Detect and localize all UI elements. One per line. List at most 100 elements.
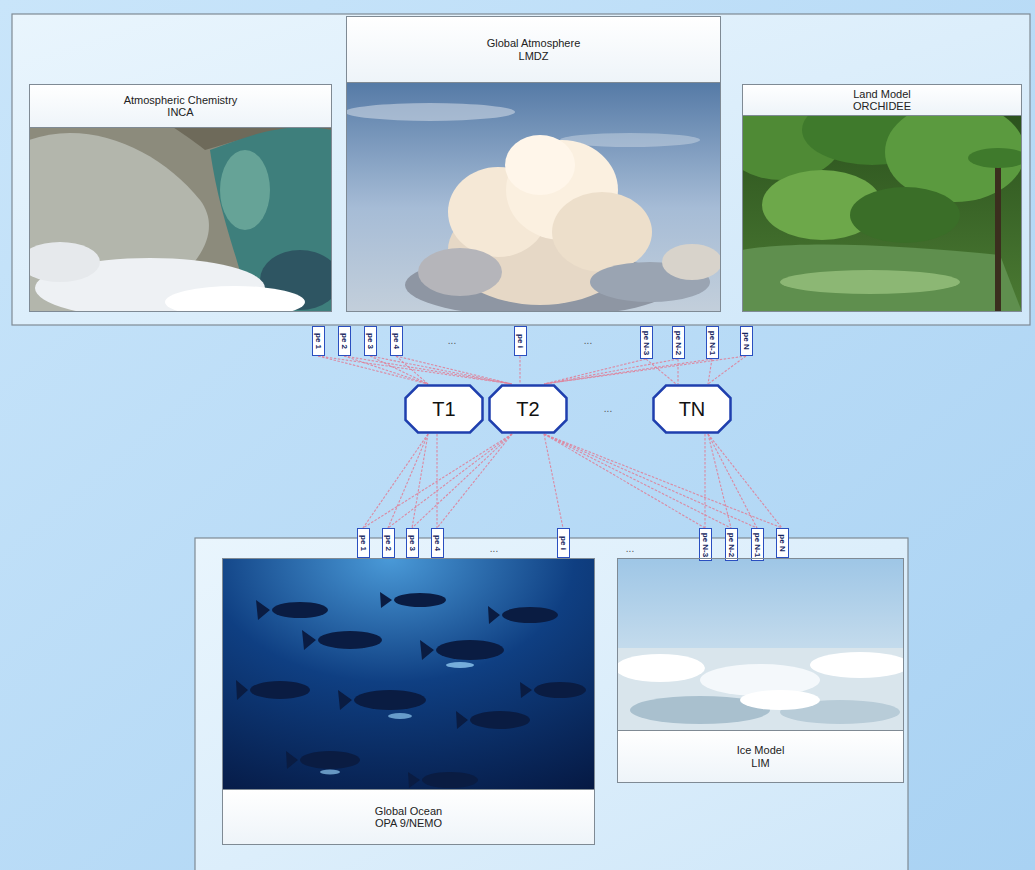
coast-water	[220, 150, 270, 230]
fish	[300, 751, 360, 769]
fish	[272, 602, 328, 618]
coupling-line	[344, 356, 512, 384]
fish	[394, 593, 446, 607]
coupling-line	[519, 356, 520, 384]
model-name: Global Atmosphere LMDZ	[480, 37, 588, 61]
ocean-picture	[222, 558, 595, 809]
fern-crown	[968, 148, 1022, 168]
pe-box: pe N-2	[672, 326, 685, 359]
wisp	[346, 103, 515, 121]
pe-box: pe N	[776, 528, 789, 558]
pe-label: pe N-1	[708, 330, 716, 354]
coupling-line	[646, 359, 676, 384]
title-bar: Land Model ORCHIDEE	[743, 85, 1021, 116]
coupling-line	[544, 434, 757, 528]
model-panel: Global Ocean OPA 9/NEMO	[222, 558, 595, 845]
model-name: Ice Model LIM	[731, 744, 791, 768]
sky-picture	[346, 82, 721, 312]
glint	[320, 770, 340, 775]
coupling-line	[388, 434, 428, 528]
fish	[422, 772, 478, 788]
pond-light	[780, 270, 960, 294]
coupling-line	[708, 434, 757, 528]
foliage	[850, 187, 960, 243]
forest-picture	[742, 112, 1022, 312]
ice-block	[617, 654, 705, 682]
coupling-line	[677, 359, 678, 384]
pe-label: pe N	[778, 534, 786, 551]
pe-box: pe N	[740, 326, 753, 356]
atmosphere-land-frame	[12, 14, 1030, 325]
coupling-line	[708, 434, 782, 528]
coupling-line	[344, 356, 428, 384]
transformer-label: T1	[432, 398, 455, 420]
title-bar: Global Ocean OPA 9/NEMO	[223, 789, 594, 844]
cloud	[418, 248, 502, 296]
coupling-line	[544, 434, 782, 528]
coupling-line	[544, 359, 678, 384]
sky	[346, 82, 721, 312]
cloud	[552, 192, 652, 272]
coupling-line	[318, 356, 512, 384]
title-bar: Global Atmosphere LMDZ	[347, 17, 720, 83]
pe-box: pe 4	[390, 326, 403, 356]
fish	[318, 631, 382, 649]
coupling-line	[363, 434, 428, 528]
coupling-line	[396, 356, 512, 384]
satellite-picture	[29, 112, 332, 312]
coupling-line	[708, 359, 712, 384]
ellipsis-label: ...	[448, 336, 456, 346]
glint	[446, 662, 474, 668]
model-panel: Land Model ORCHIDEE	[742, 84, 1022, 312]
octagon-shape	[406, 386, 483, 433]
pe-box: pe 1	[357, 528, 370, 558]
pe-label: pe 3	[366, 333, 374, 349]
fish-school	[236, 592, 586, 788]
pe-label: pe i	[559, 536, 567, 550]
pe-box: pe N-1	[706, 326, 719, 359]
title-bar: Ice Model LIM	[618, 730, 903, 782]
fish	[250, 681, 310, 699]
pe-box: pe 3	[364, 326, 377, 356]
fish	[436, 640, 504, 660]
pe-box: pe i	[557, 528, 570, 558]
pe-label: pe N	[742, 332, 750, 349]
coupling-line	[412, 434, 428, 528]
ice-block	[700, 664, 820, 696]
cloud	[29, 242, 100, 282]
ellipsis-label: ...	[626, 544, 634, 554]
polar-sky	[617, 558, 904, 731]
pe-box: pe 1	[312, 326, 325, 356]
octagon-shape	[654, 386, 731, 433]
transformer-label: T2	[516, 398, 539, 420]
tree-trunk	[995, 160, 1001, 312]
pe-box: pe N-1	[751, 528, 764, 561]
fish	[534, 682, 586, 698]
cloud	[662, 244, 721, 280]
pe-box: pe N-3	[699, 528, 712, 561]
fish	[502, 607, 558, 623]
pe-box: pe 2	[382, 528, 395, 558]
pe-label: pe 1	[314, 333, 322, 349]
pe-label: pe N-3	[701, 532, 709, 556]
ellipsis-label: ...	[584, 336, 592, 346]
coupling-line	[544, 434, 731, 528]
coupling-line	[704, 434, 705, 528]
coupling-line	[708, 356, 746, 384]
transformer-node: T2	[488, 384, 568, 434]
pe-label: pe 4	[433, 535, 441, 551]
ellipsis-label: ...	[604, 404, 612, 414]
pe-label: pe 2	[340, 333, 348, 349]
coupling-line	[544, 434, 705, 528]
coupling-line	[363, 434, 512, 528]
model-name: Global Ocean OPA 9/NEMO	[369, 805, 449, 829]
cloud	[165, 286, 305, 312]
fish-tails	[236, 592, 532, 788]
coupling-line	[388, 434, 512, 528]
pe-label: pe N-1	[753, 532, 761, 556]
pe-label: pe N-2	[727, 532, 735, 556]
pe-label: pe 2	[384, 535, 392, 551]
